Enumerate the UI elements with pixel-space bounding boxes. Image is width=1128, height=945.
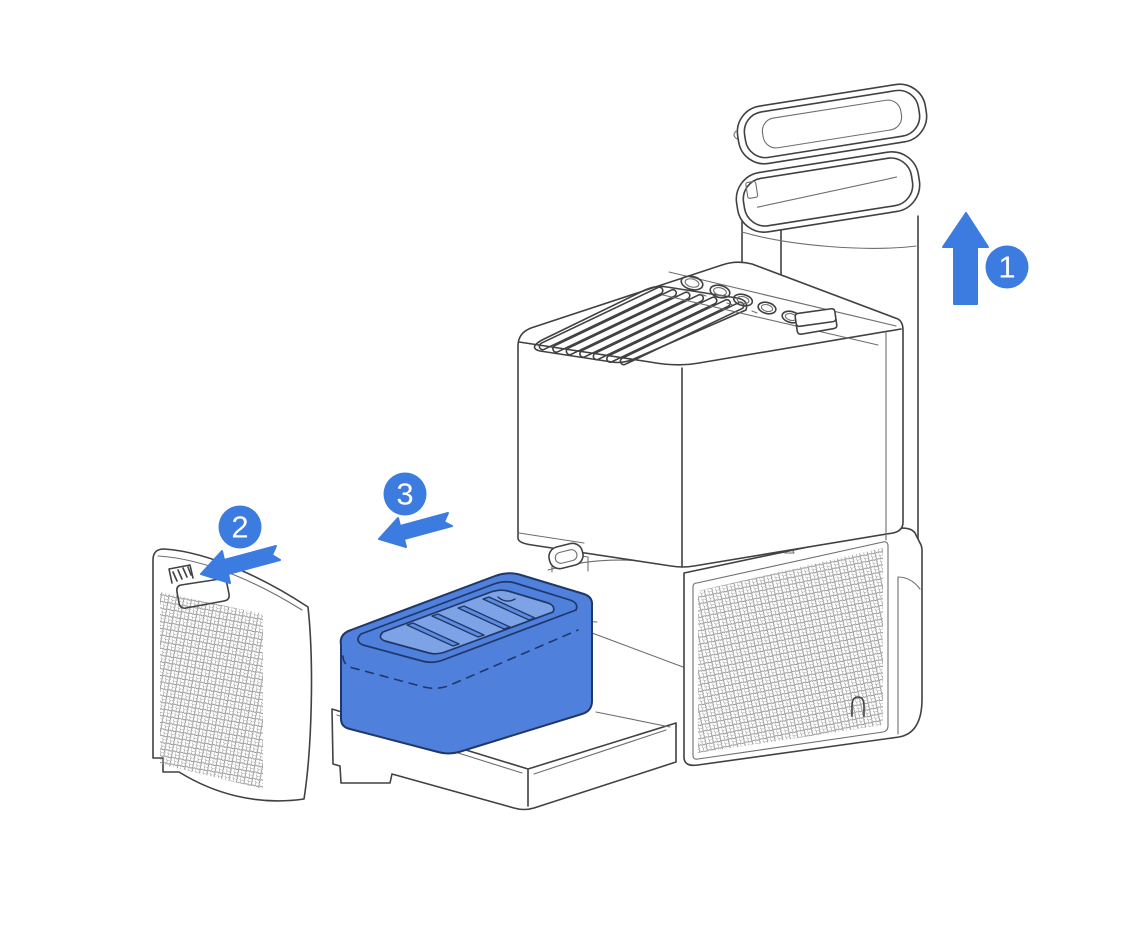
drawer-body (331, 708, 677, 811)
drawer-right-rim-line (533, 729, 667, 775)
control-button (680, 275, 704, 291)
tank-lid-outer (736, 83, 928, 165)
control-panel (662, 271, 897, 346)
arrow-down-left-icon (378, 512, 453, 548)
tank-lid-inner-line (761, 99, 903, 149)
grille-slat (606, 298, 732, 363)
lock-icon (851, 696, 865, 717)
filter-fin (457, 605, 511, 630)
main-unit-body (517, 261, 904, 568)
arrow-down-left-icon (200, 545, 281, 584)
grille-slat (579, 293, 705, 358)
control-button (757, 301, 777, 315)
control-strip-lower-line (662, 294, 879, 346)
control-panel-tick-marks (699, 293, 758, 314)
filter-seal-dashed-line (342, 629, 579, 690)
step-1-number: 1 (998, 250, 1015, 285)
grille-slats (538, 286, 745, 366)
step-3-annotation: 3 (378, 472, 453, 548)
step-3-number: 3 (396, 477, 413, 512)
air-vent-grille (533, 285, 748, 366)
drawer-back-rim-line (595, 711, 671, 728)
step-1-badge (985, 245, 1029, 289)
side-panel-rim-line (157, 555, 303, 611)
grille-slat (619, 301, 745, 366)
control-button (732, 293, 754, 307)
filter-notch (497, 596, 516, 602)
control-button (709, 284, 731, 299)
tank-lid-rim-line (743, 89, 921, 159)
water-tank-opening-edge (756, 176, 898, 208)
step-1-annotation: 1 (942, 212, 1029, 305)
base-perforation (698, 548, 883, 753)
grille-slat (565, 291, 691, 356)
step-2-number: 2 (231, 510, 248, 545)
step-2-badge (218, 505, 262, 549)
drawer-handle (548, 542, 584, 570)
step-3-badge (383, 472, 427, 516)
base-panel-inset (692, 541, 889, 760)
step-2-annotation: 2 (200, 505, 281, 584)
filter-insert (339, 572, 594, 755)
control-panel-tab (794, 307, 838, 335)
water-tank-latch (745, 180, 759, 199)
arrow-up-icon (942, 212, 989, 305)
main-unit-top-front-edge (518, 328, 902, 366)
control-strip-upper-line (668, 271, 897, 327)
base-corner-top (897, 576, 921, 590)
side-panel-clip (168, 564, 194, 584)
main-unit (517, 261, 904, 573)
filter-rim-line (357, 580, 578, 664)
grille-slat (552, 288, 678, 353)
side-panel (152, 548, 313, 802)
side-panel-clip-hatch (172, 566, 192, 582)
water-tank-collar-line (741, 231, 917, 249)
filter-fins (406, 596, 536, 647)
water-tank-rim-inner (742, 157, 914, 227)
water-tank-rim (735, 151, 921, 233)
grille-slat (592, 296, 718, 361)
filter-fin (406, 622, 460, 647)
tank-lid (733, 83, 928, 165)
filter-fin (482, 596, 536, 621)
filter-fin (431, 613, 485, 638)
tank-lid-notch (733, 130, 738, 140)
main-unit-foot-line (518, 532, 585, 544)
grille-slat (538, 286, 664, 351)
side-panel-perforation (160, 592, 263, 789)
